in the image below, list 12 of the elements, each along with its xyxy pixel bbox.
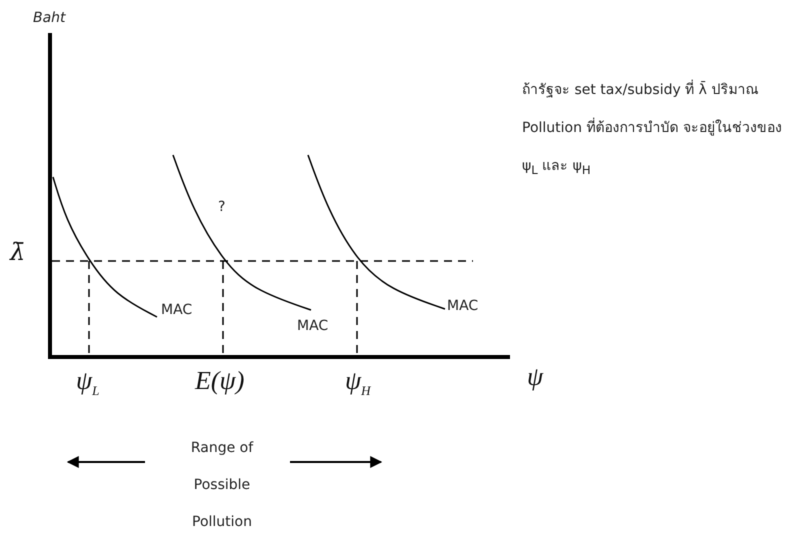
axis-tick-label: E(ψ) <box>195 366 244 396</box>
curve-label: MAC <box>161 302 192 318</box>
axis-title: Baht <box>33 10 66 26</box>
question-mark: ? <box>218 199 226 215</box>
axis-tick-label: ψ$_{L}$ <box>76 366 100 400</box>
curve-label: MAC <box>297 318 328 334</box>
range-label: Range of Possible Pollution <box>190 439 254 532</box>
axis-tick-label: ψ$_{H}$ <box>345 366 371 400</box>
curve-label: MAC <box>447 298 478 314</box>
axis-tick-label: λ̄ <box>10 238 26 266</box>
axis-title: ψ <box>527 362 544 392</box>
annotation-text: ถ้ารัฐจะ set tax/subsidy ที่ λ̄ ปริมาณ Pollution ที่ต้องการบำบัด จะอยู่ในช่วงของ ψ$_{L}$ และ ψ$_{H}$ <box>522 71 784 189</box>
